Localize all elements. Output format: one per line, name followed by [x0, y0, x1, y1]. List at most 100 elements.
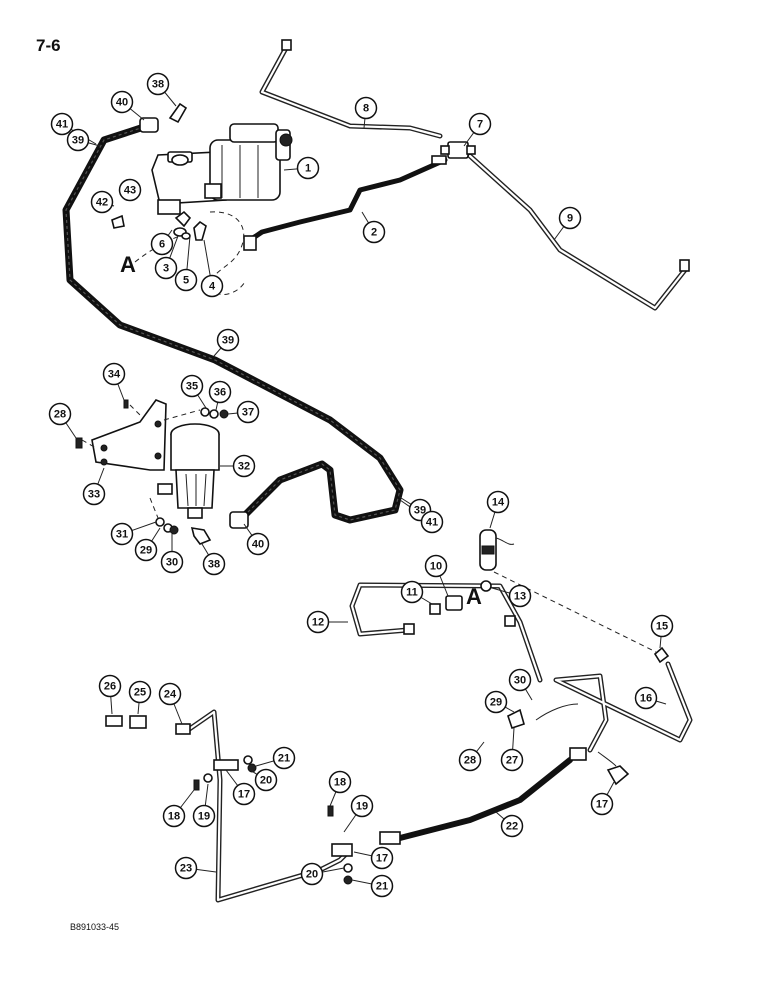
callout-number: 42 — [96, 197, 108, 209]
callout-17: 17 — [232, 782, 256, 806]
callout-number: 28 — [464, 755, 476, 767]
callout-circle — [254, 768, 278, 792]
callout-18: 18 — [162, 804, 186, 828]
callout-circle — [160, 550, 184, 574]
callout-21: 21 — [370, 874, 394, 898]
callout-number: 10 — [430, 561, 442, 573]
callout-circle — [208, 380, 232, 404]
callout-19: 19 — [350, 794, 374, 818]
callout-24: 24 — [158, 682, 182, 706]
callout-43: 43 — [118, 178, 142, 202]
detail-letter-a-right: A — [466, 584, 482, 609]
callout-number: 39 — [222, 335, 234, 347]
callout-number: 38 — [152, 79, 164, 91]
callout-circle — [370, 874, 394, 898]
callout-circle — [486, 490, 510, 514]
callout-number: 21 — [376, 881, 388, 893]
callout-number: 1 — [305, 163, 311, 175]
callout-circle — [174, 268, 198, 292]
callout-19: 19 — [192, 804, 216, 828]
callout-38: 38 — [146, 72, 170, 96]
clip-hardware-17-21-left — [193, 755, 353, 885]
callout-number: 32 — [238, 461, 250, 473]
callout-circle — [484, 690, 508, 714]
master-cylinder-1 — [151, 123, 293, 215]
callout-circle — [180, 374, 204, 398]
callout-circle — [500, 814, 524, 838]
callout-circle — [216, 328, 240, 352]
callout-6: 6 — [150, 232, 174, 256]
callout-number: 39 — [72, 135, 84, 147]
brake-tube-8 — [259, 39, 443, 139]
callout-circle — [110, 522, 134, 546]
callout-41: 41 — [50, 112, 74, 136]
callout-circle — [400, 580, 424, 604]
callout-circle — [590, 792, 614, 816]
callout-32: 32 — [232, 454, 256, 478]
callout-33: 33 — [82, 482, 106, 506]
callout-number: 23 — [180, 863, 192, 875]
leader-lines — [59, 83, 667, 887]
callout-number: 2 — [371, 227, 377, 239]
callout-42: 42 — [90, 190, 114, 214]
callout-circle — [232, 454, 256, 478]
callout-circle — [296, 156, 320, 180]
callout-number: 20 — [260, 775, 272, 787]
callout-circle — [192, 804, 216, 828]
callout-circle — [558, 206, 582, 230]
callout-number: 17 — [596, 799, 608, 811]
callout-circle — [468, 112, 492, 136]
callout-41: 41 — [420, 510, 444, 534]
callout-number: 33 — [88, 489, 100, 501]
callout-39: 39 — [66, 128, 90, 152]
callout-number: 17 — [376, 853, 388, 865]
callout-circle — [424, 554, 448, 578]
callout-number: 28 — [54, 409, 66, 421]
callout-circle — [246, 532, 270, 556]
callout-4: 4 — [200, 274, 224, 298]
callout-38: 38 — [202, 552, 226, 576]
callout-number: 41 — [56, 119, 68, 131]
tee-fitting-7 — [440, 141, 476, 159]
callout-circle — [154, 256, 178, 280]
callout-number: 37 — [242, 407, 254, 419]
callout-number: 18 — [334, 777, 346, 789]
callout-circle — [118, 178, 142, 202]
callout-circle — [354, 96, 378, 120]
callout-9: 9 — [558, 206, 582, 230]
page-number: 7-6 — [36, 36, 61, 55]
callout-circle — [98, 674, 122, 698]
callout-number: 7 — [477, 119, 483, 131]
brake-tube-9 — [467, 153, 690, 311]
callout-number: 26 — [104, 681, 116, 693]
callout-21: 21 — [272, 746, 296, 770]
callout-circle — [48, 402, 72, 426]
callout-circle — [508, 668, 532, 692]
callout-circle — [66, 128, 90, 152]
callout-15: 15 — [650, 614, 674, 638]
hardware-28-31-34-37 — [75, 399, 229, 535]
callout-circle — [634, 686, 658, 710]
callout-number: 3 — [163, 263, 169, 275]
callout-circle — [370, 846, 394, 870]
long-hose-39 — [62, 117, 404, 529]
callout-circle — [328, 770, 352, 794]
callout-number: 24 — [164, 689, 177, 701]
callout-circle — [90, 190, 114, 214]
callout-3: 3 — [154, 256, 178, 280]
brake-tube-23 — [185, 709, 353, 903]
callout-number: 40 — [252, 539, 264, 551]
callout-20: 20 — [300, 862, 324, 886]
callout-39: 39 — [216, 328, 240, 352]
callout-10: 10 — [424, 554, 448, 578]
callout-number: 20 — [306, 869, 318, 881]
callout-16: 16 — [634, 686, 658, 710]
pressure-switch-14 — [479, 529, 670, 664]
callout-number: 30 — [514, 675, 526, 687]
hose-22 — [379, 747, 587, 845]
callout-circle — [162, 804, 186, 828]
callout-number: 4 — [209, 281, 216, 293]
callout-number: 19 — [198, 811, 210, 823]
callout-number: 13 — [514, 591, 526, 603]
callout-number: 36 — [214, 387, 226, 399]
